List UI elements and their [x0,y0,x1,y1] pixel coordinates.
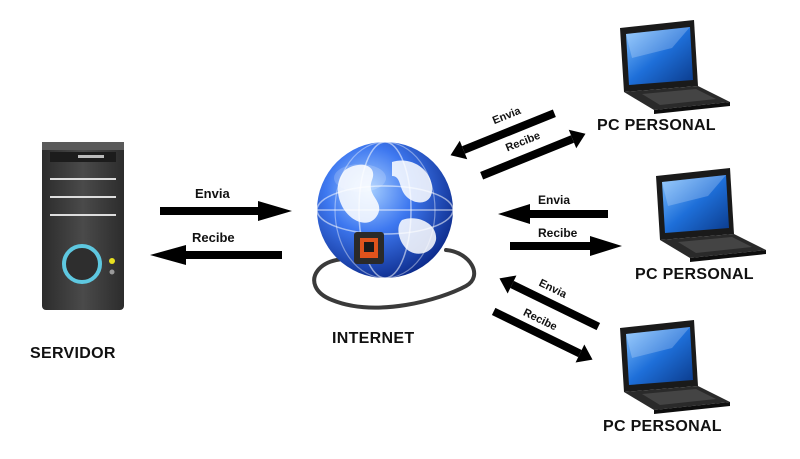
arrow-server-send [160,201,292,221]
network-cable [312,248,477,310]
arrow-label-pc2-send: Envia [538,193,571,207]
internet-label: INTERNET [332,330,415,347]
arrow-label-server-send: Envia [195,186,230,201]
arrow-pc1-send [450,109,556,160]
arrow-label-pc2-receive: Recibe [538,226,578,240]
arrow-pc2-send [498,204,608,224]
server-label: SERVIDOR [30,345,116,362]
pc-label-2: PC PERSONAL [635,266,754,283]
arrow-server-receive [150,245,282,265]
server-icon [42,142,124,310]
arrow-pc1-receive [480,129,586,180]
laptop-icon-2 [656,168,766,262]
pc-label-1: PC PERSONAL [597,117,716,134]
arrow-pc2-receive [510,236,622,256]
globe-icon [316,141,454,279]
laptop-icon-1 [620,20,730,114]
laptop-icon-3 [620,320,730,414]
arrow-label-server-receive: Recibe [192,230,235,245]
arrow-pc3-send [499,275,601,331]
pc-label-3: PC PERSONAL [603,418,722,435]
ethernet-plug-icon [354,232,384,264]
arrow-pc3-receive [491,307,593,363]
